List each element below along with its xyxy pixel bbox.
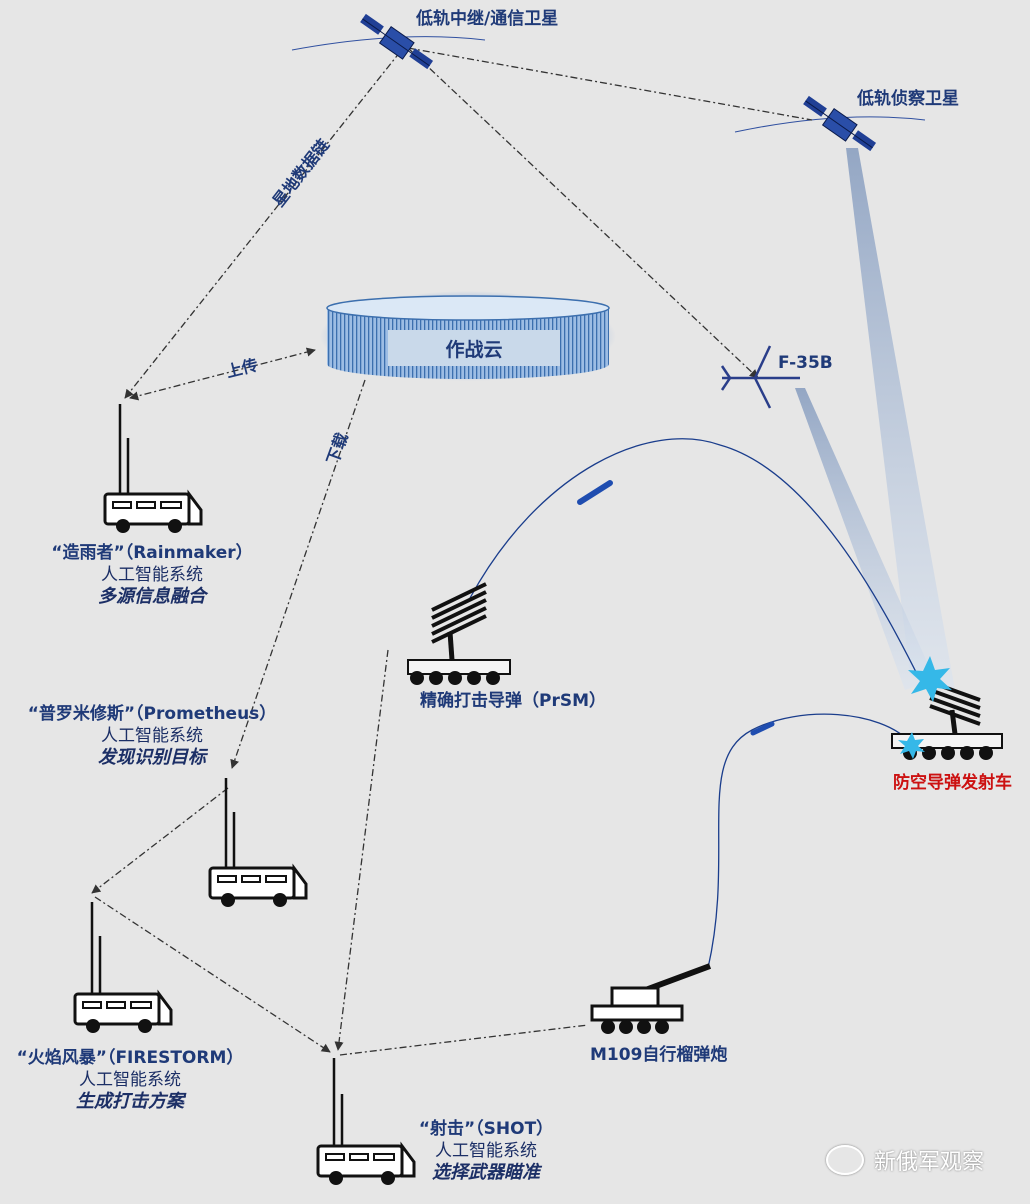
firestorm-type: 人工智能系统	[78, 1070, 181, 1090]
firestorm-role: 生成打击方案	[75, 1091, 184, 1112]
prsm-trajectory	[469, 438, 921, 681]
rainmaker-block: “造雨者”（Rainmaker） 人工智能系统 多源信息融合	[51, 542, 252, 608]
rainmaker-type: 人工智能系统	[100, 565, 203, 585]
prsm-launcher-icon	[407, 582, 511, 685]
air-defense-launcher-icon	[891, 680, 1003, 760]
link-relay-f35	[407, 47, 759, 379]
link-relay-recon	[407, 47, 813, 121]
prometheus-role: 发现识别目标	[98, 747, 206, 768]
link-firestorm-shot	[94, 896, 331, 1053]
wechat-icon	[826, 1145, 864, 1175]
firestorm-vehicle	[73, 902, 173, 1035]
recon-satellite-label: 低轨侦察卫星	[857, 89, 959, 109]
shot-name: “射击”（SHOT）	[418, 1119, 554, 1139]
prometheus-type: 人工智能系统	[101, 726, 203, 746]
m109-trajectory	[707, 713, 911, 969]
link-upload	[129, 347, 316, 401]
relay-satellite-label: 低轨中继/通信卫星	[416, 9, 559, 29]
impact-burst-icon	[908, 656, 952, 702]
link-prometheus-firestorm	[91, 787, 229, 894]
prsm-missile	[577, 480, 613, 505]
f35-label: F-35B	[778, 353, 833, 373]
prometheus-block: “普罗米修斯”（Prometheus） 人工智能系统 发现识别目标	[28, 703, 277, 769]
m109-icon	[590, 963, 712, 1034]
m109-label: M109自行榴弹炮	[590, 1045, 728, 1065]
rainmaker-vehicle	[103, 404, 203, 535]
m109-shell	[750, 721, 775, 736]
link-shot-m109	[339, 1024, 589, 1056]
watermark: 新俄军观察	[826, 1144, 984, 1176]
rainmaker-name: “造雨者”（Rainmaker）	[51, 543, 253, 563]
firestorm-name: “火焰风暴”（FIRESTORM）	[16, 1048, 244, 1068]
impact-burst-small-icon	[898, 732, 925, 759]
prometheus-vehicle	[208, 778, 308, 909]
cloud-label: 作战云	[388, 330, 560, 366]
rainmaker-role: 多源信息融合	[97, 586, 206, 607]
firestorm-block: “火焰风暴”（FIRESTORM） 人工智能系统 生成打击方案	[17, 1047, 244, 1113]
link-download	[230, 379, 366, 769]
f35-icon	[720, 345, 800, 409]
prsm-label: 精确打击导弹（PrSM）	[420, 691, 607, 711]
watermark-text: 新俄军观察	[874, 1150, 985, 1175]
target-label: 防空导弹发射车	[893, 773, 1012, 793]
prometheus-name: “普罗米修斯”（Prometheus）	[27, 704, 277, 724]
recon-beam	[846, 148, 955, 690]
shot-role: 选择武器瞄准	[432, 1162, 540, 1183]
link-cloud-shot	[334, 649, 389, 1051]
f35-beam	[795, 388, 935, 690]
link-downlink	[124, 51, 401, 399]
shot-vehicle	[316, 1058, 416, 1187]
shot-block: “射击”（SHOT） 人工智能系统 选择武器瞄准	[419, 1118, 553, 1184]
shot-type: 人工智能系统	[435, 1141, 537, 1161]
